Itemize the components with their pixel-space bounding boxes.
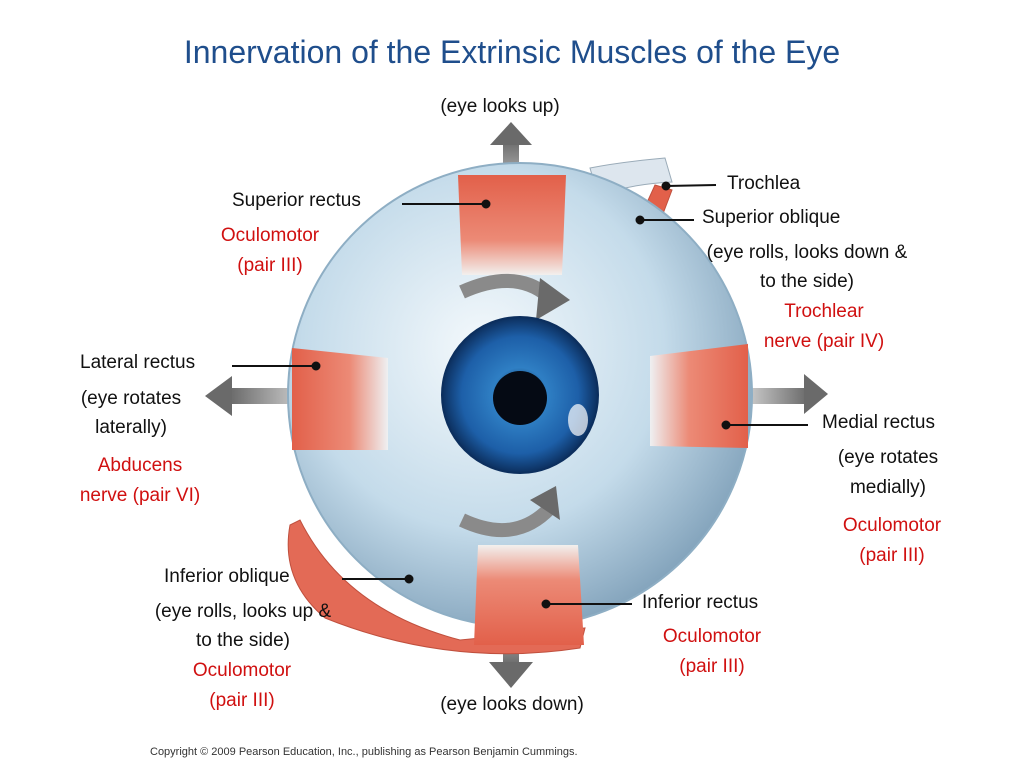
label-inferior-oblique-nerve: Oculomotor xyxy=(192,660,292,681)
label-abducens-nerve: Abducens xyxy=(97,455,183,476)
arrow-right-icon xyxy=(740,374,828,414)
label-superior-rectus-nerve: Oculomotor xyxy=(220,225,320,246)
rotation-arrow-bottom-icon xyxy=(459,503,556,537)
label-superior-oblique: Superior oblique xyxy=(702,207,841,228)
label-medial-rectus: Medial rectus xyxy=(822,412,935,433)
label-inferior-oblique-pair: (pair III) xyxy=(209,690,275,711)
medial-rectus-muscle xyxy=(650,344,748,448)
label-inferior-rectus-pair: (pair III) xyxy=(679,656,745,677)
diagram-title: Innervation of the Extrinsic Muscles of … xyxy=(183,34,841,70)
label-inferior-rectus-nerve: Oculomotor xyxy=(662,626,762,647)
superior-rectus-muscle xyxy=(458,175,566,275)
label-lateral-rectus: Lateral rectus xyxy=(80,352,196,373)
label-lateral-rectus-action-1: (eye rotates xyxy=(80,388,182,409)
label-lateral-rectus-action-2: laterally) xyxy=(95,417,167,438)
label-medial-rectus-nerve: Oculomotor xyxy=(842,515,942,536)
label-trochlea: Trochlea xyxy=(727,173,801,194)
copyright-notice: Copyright © 2009 Pearson Education, Inc.… xyxy=(150,746,578,758)
label-superior-oblique-action-2: to the side) xyxy=(760,271,854,292)
lateral-rectus-muscle xyxy=(292,348,388,450)
label-trochlear-pair: nerve (pair IV) xyxy=(763,331,885,352)
pupil xyxy=(493,371,547,425)
label-abducens-pair: nerve (pair VI) xyxy=(79,485,201,506)
label-inferior-oblique: Inferior oblique xyxy=(164,566,290,587)
rotation-arrowhead-bottom-icon xyxy=(530,486,560,520)
iris-highlight xyxy=(568,404,588,436)
rotation-arrowhead-top-icon xyxy=(536,278,570,320)
label-eye-looks-down: (eye looks down) xyxy=(440,694,584,715)
label-inferior-oblique-action-2: to the side) xyxy=(196,630,290,651)
label-superior-rectus-pair: (pair III) xyxy=(237,255,303,276)
label-inferior-oblique-action-1: (eye rolls, looks up & xyxy=(154,601,332,622)
inferior-rectus-muscle xyxy=(474,545,584,645)
label-superior-rectus: Superior rectus xyxy=(232,190,361,211)
label-medial-rectus-action-1: (eye rotates xyxy=(837,447,939,468)
label-superior-oblique-action-1: (eye rolls, looks down & xyxy=(706,242,908,263)
label-trochlear-nerve: Trochlear xyxy=(784,301,864,322)
label-inferior-rectus: Inferior rectus xyxy=(642,592,759,613)
label-medial-rectus-pair: (pair III) xyxy=(859,545,925,566)
leader-trochlea xyxy=(665,184,717,187)
label-medial-rectus-action-2: medially) xyxy=(849,477,927,498)
inferior-oblique-muscle xyxy=(287,519,586,655)
label-eye-looks-up: (eye looks up) xyxy=(440,96,560,117)
